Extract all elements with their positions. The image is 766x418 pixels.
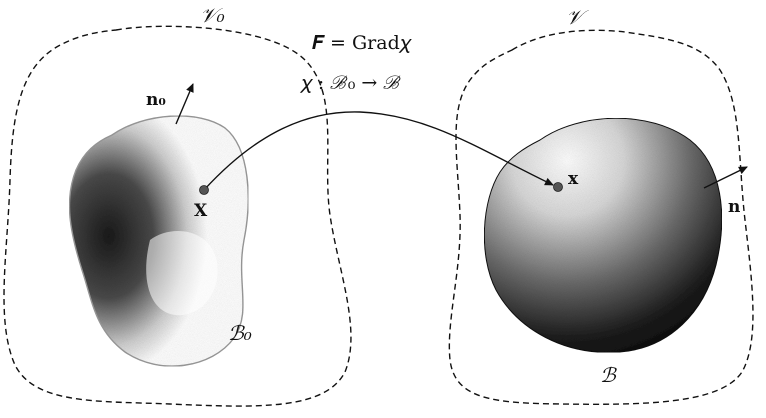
label-formula-F: 𝑭 = Grad𝜒 bbox=[312, 32, 413, 54]
point-x-marker bbox=[553, 182, 563, 192]
normal-ref-arrow bbox=[175, 83, 194, 125]
reference-volume-boundary bbox=[3, 25, 352, 407]
label-normal-ref: n₀ bbox=[146, 90, 166, 110]
label-volume-ref: 𝒱₀ bbox=[200, 3, 225, 27]
label-formula-map: 𝜒 : ℬ₀ → ℬ bbox=[299, 72, 401, 94]
mapping-arrow bbox=[203, 111, 554, 191]
normal-cur-arrow bbox=[703, 166, 748, 189]
label-point-x: x bbox=[568, 169, 579, 189]
label-body-ref: ℬ₀ bbox=[228, 321, 252, 345]
reference-body-highlight bbox=[146, 231, 218, 316]
label-normal-cur: n bbox=[728, 197, 740, 217]
current-volume-boundary bbox=[448, 29, 754, 405]
current-body bbox=[483, 117, 723, 353]
label-body-cur: ℬ bbox=[600, 363, 617, 387]
label-point-X: X bbox=[194, 201, 208, 221]
label-volume-cur: 𝒱 bbox=[566, 5, 589, 29]
point-X-marker bbox=[199, 185, 209, 195]
